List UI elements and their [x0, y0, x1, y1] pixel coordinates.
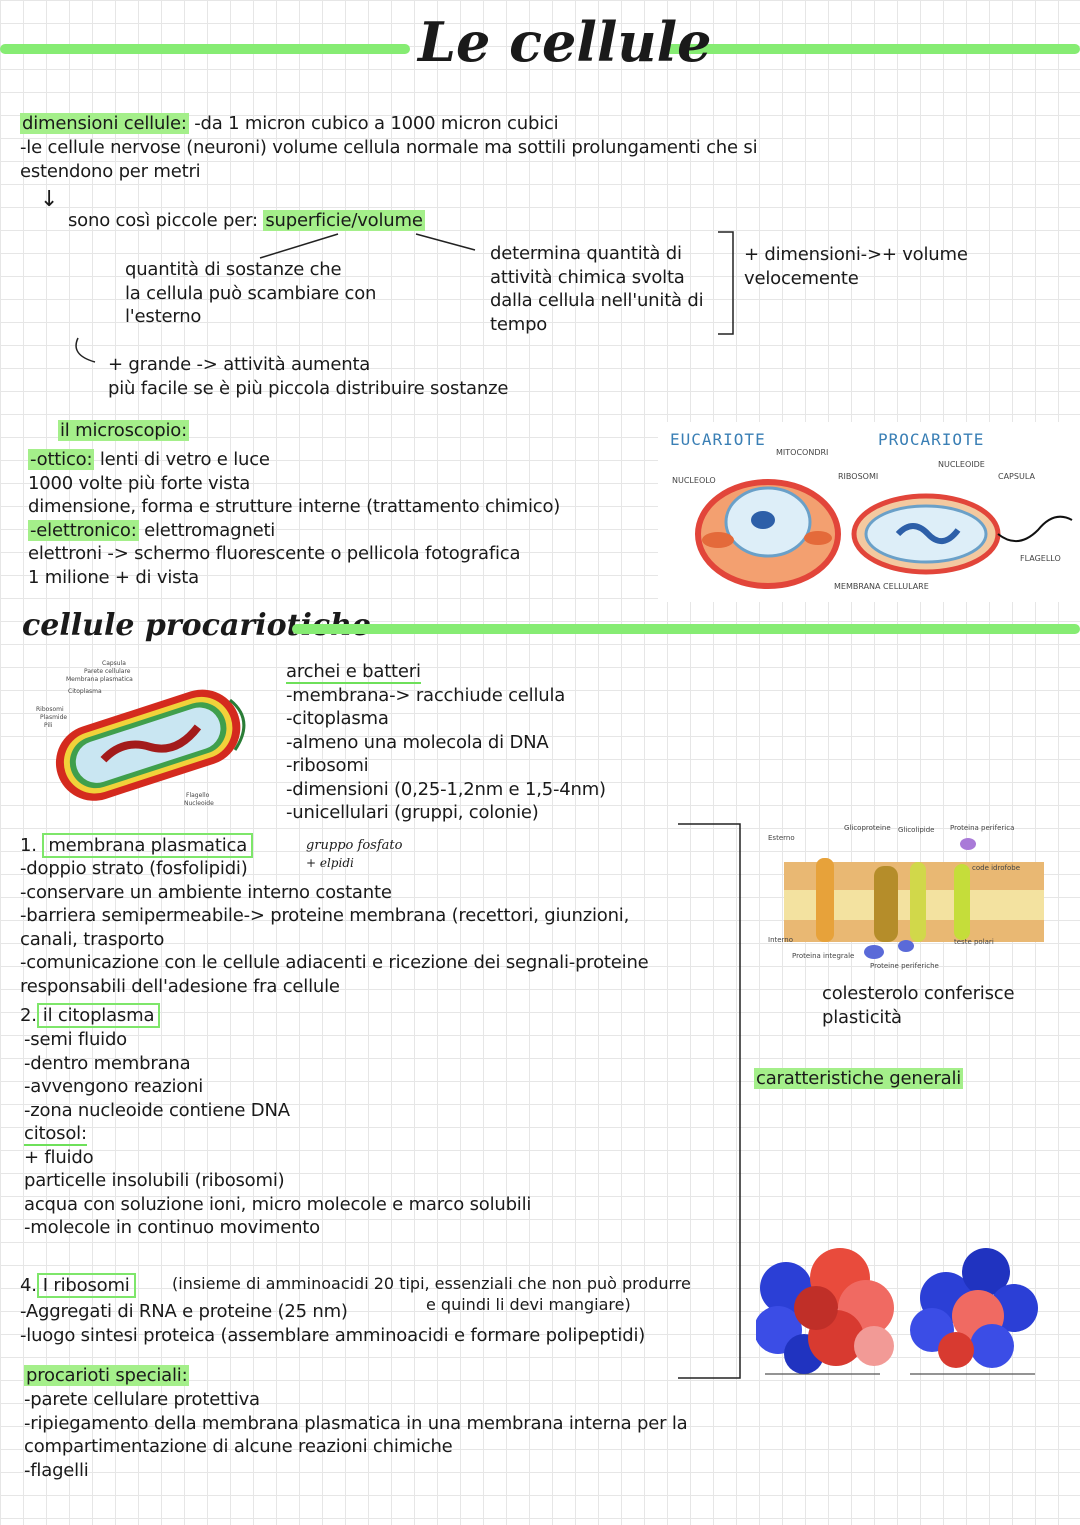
ribosomi-l1: -Aggregati di RNA e proteine (25 nm)	[20, 1301, 348, 1322]
flagello-label: FLAGELLO	[1020, 554, 1061, 563]
membrana-label: MEMBRANA CELLULARE	[834, 582, 929, 591]
title-bar-right	[662, 44, 1080, 54]
dimensioni-line2: -le cellule nervose (neuroni) volume cel…	[20, 137, 758, 158]
ribosomi-l2: -luogo sintesi proteica (assemblare ammi…	[20, 1325, 646, 1346]
microscope-lines: -ottico: lenti di vetro e luce 1000 volt…	[28, 449, 561, 588]
eucariote-label: EUCARIOTE	[670, 430, 766, 449]
plasmide-label: Plasmide	[40, 714, 68, 721]
esterno-label: Esterno	[768, 834, 795, 842]
cell-drawing	[695, 479, 1073, 589]
procarioti-intro: archei e batteri -membrana-> racchiude c…	[286, 661, 606, 823]
membrana-plasm-label: Membrana plasmatica	[66, 676, 133, 683]
arrow-down-icon: ↓	[40, 187, 59, 212]
caratteristiche-heading: caratteristiche generali	[754, 1068, 964, 1089]
procarioti-bar	[292, 624, 1080, 634]
mitocondri-label: MITOCONDRI	[776, 448, 829, 457]
proteina-integrale-label: Proteina integrale	[792, 952, 855, 960]
branch-lines	[75, 231, 734, 363]
teste-polari-label: teste polari	[954, 938, 994, 946]
nucleoide-bact-label: Nucleoide	[184, 800, 214, 807]
membrana-lines: -doppio strato (fosfolipidi) -conservare…	[20, 858, 649, 997]
membrane-image: Esterno Interno Glicoproteine Glicolipid…	[764, 822, 1064, 972]
code-idrofobe-label: code idrofobe	[972, 864, 1020, 872]
interno-label: Interno	[768, 936, 794, 944]
ribosomi-bact-label: Ribosomi	[36, 706, 64, 713]
membrana-title-line: 1. membrana plasmatica	[20, 833, 254, 858]
ribosome-molecule-image	[756, 1248, 1038, 1374]
parete-label: Parete cellulare	[84, 668, 131, 675]
microscopio-heading: il microscopio:	[58, 420, 189, 441]
proteina-periferica-label: Proteina periferica	[950, 824, 1015, 832]
capsula-bact-label: Capsula	[102, 660, 126, 667]
pili-label: Pili	[44, 722, 53, 729]
cell-comparison-image: EUCARIOTE PROCARIOTE MITOCONDRI NUCLEOLO…	[658, 422, 1080, 602]
membrana-note2: + elpidi	[306, 856, 354, 870]
dimensioni-line3: estendono per metri	[20, 161, 201, 182]
colesterolo-note: colesterolo conferisce plasticità	[822, 983, 1015, 1028]
speciali-heading: procarioti speciali:	[24, 1365, 190, 1386]
membrane-drawing	[784, 838, 1044, 959]
dimensioni-label: dimensioni cellule:	[20, 113, 189, 134]
citoplasma-title-line: 2.il citoplasma	[20, 1003, 161, 1028]
speciali-lines: -parete cellulare protettiva -ripiegamen…	[24, 1389, 688, 1481]
citoplasma-lines: -semi fluido -dentro membrana -avvengono…	[24, 1029, 532, 1238]
procariote-label: PROCARIOTE	[878, 430, 985, 449]
left-branch: quantità di sostanze che la cellula può …	[125, 259, 377, 327]
bracket-note: + dimensioni->+ volume velocemente	[744, 244, 968, 289]
page-title: Le cellule	[418, 10, 712, 74]
ribosome-right	[910, 1248, 1038, 1368]
citoplasma-label: Citoplasma	[68, 688, 102, 695]
ribosomi-note2: e quindi li devi mangiare)	[426, 1295, 631, 1314]
title-bar-left	[0, 44, 410, 54]
right-branch: determina quantità di attività chimica s…	[490, 243, 704, 335]
proteine-periferiche-label: Proteine periferiche	[870, 962, 939, 970]
membrana-note: gruppo fosfato	[306, 838, 403, 853]
glicoproteine-label: Glicoproteine	[844, 824, 891, 832]
capsula-label: CAPSULA	[998, 472, 1035, 481]
piccole-line: sono così piccole per: superficie/volume	[68, 210, 425, 231]
flagello-bact-label: Flagello	[186, 792, 210, 799]
bacteria-drawing	[55, 689, 246, 801]
ribosomi-title-line: 4.I ribosomi	[20, 1273, 136, 1298]
ribosomi-note1: (insieme di amminoacidi 20 tipi, essenzi…	[172, 1274, 691, 1293]
nucleoide-label: NUCLEOIDE	[938, 460, 985, 469]
grande-line: + grande -> attività aumenta	[108, 354, 371, 375]
ribosomi-label: RIBOSOMI	[838, 472, 879, 481]
bacteria-image: Capsula Parete cellulare Membrana plasma…	[30, 660, 250, 810]
nucleolo-label: NUCLEOLO	[672, 476, 716, 485]
facile-line: più facile se è più piccola distribuire …	[108, 378, 509, 399]
ribosome-left	[756, 1248, 894, 1374]
glicolipide-label: Glicolipide	[898, 826, 935, 834]
dimensioni-line1: dimensioni cellule: -da 1 micron cubico …	[20, 113, 559, 134]
